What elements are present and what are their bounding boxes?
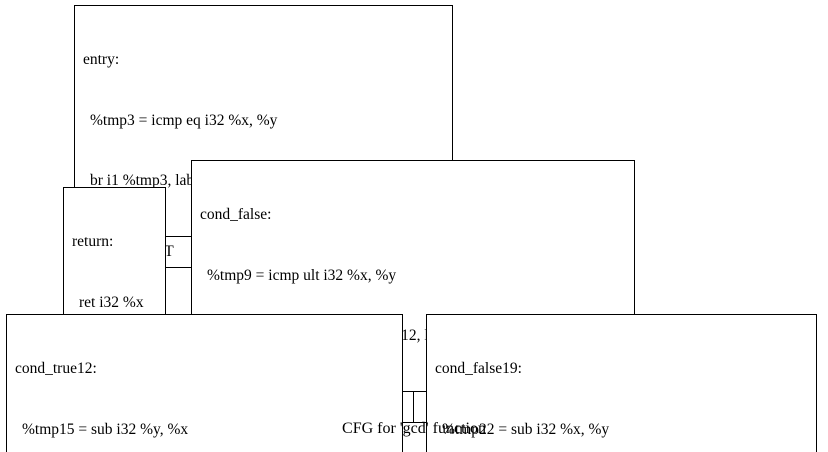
cfg-node-cond-true12-line-0: cond_true12:	[15, 360, 97, 378]
cfg-node-cond-false-line-1: %tmp9 = icmp ult i32 %x, %y	[207, 266, 397, 284]
cfg-node-entry-port-true[interactable]: T	[164, 242, 174, 260]
cfg-node-cond-true12-body: cond_true12: %tmp15 = sub i32 %y, %x %tm…	[7, 315, 402, 452]
cfg-node-cond-true12-line-1: %tmp15 = sub i32 %y, %x	[22, 420, 189, 438]
cfg-node-entry-line-1: %tmp3 = icmp eq i32 %x, %y	[90, 111, 278, 129]
cfg-node-return-body: return: ret i32 %x	[64, 188, 165, 357]
graph-caption: CFG for 'gcd' function	[342, 420, 486, 437]
cfg-node-return-line-0: return:	[72, 233, 114, 251]
cfg-node-cond-false19-body: cond_false19: %tmp22 = sub i32 %x, %y %t…	[427, 315, 816, 452]
cfg-node-cond-false19[interactable]: cond_false19: %tmp22 = sub i32 %x, %y %t…	[426, 314, 817, 452]
cfg-node-cond-false-line-0: cond_false:	[200, 206, 272, 224]
cfg-node-cond-false19-line-1: %tmp22 = sub i32 %x, %y	[442, 420, 610, 438]
cfg-node-cond-true12[interactable]: cond_true12: %tmp15 = sub i32 %y, %x %tm…	[6, 314, 403, 452]
cfg-node-return-line-1: ret i32 %x	[79, 293, 144, 311]
cfg-node-cond-false19-line-0: cond_false19:	[435, 360, 522, 378]
cfg-node-entry-line-0: entry:	[83, 51, 120, 69]
